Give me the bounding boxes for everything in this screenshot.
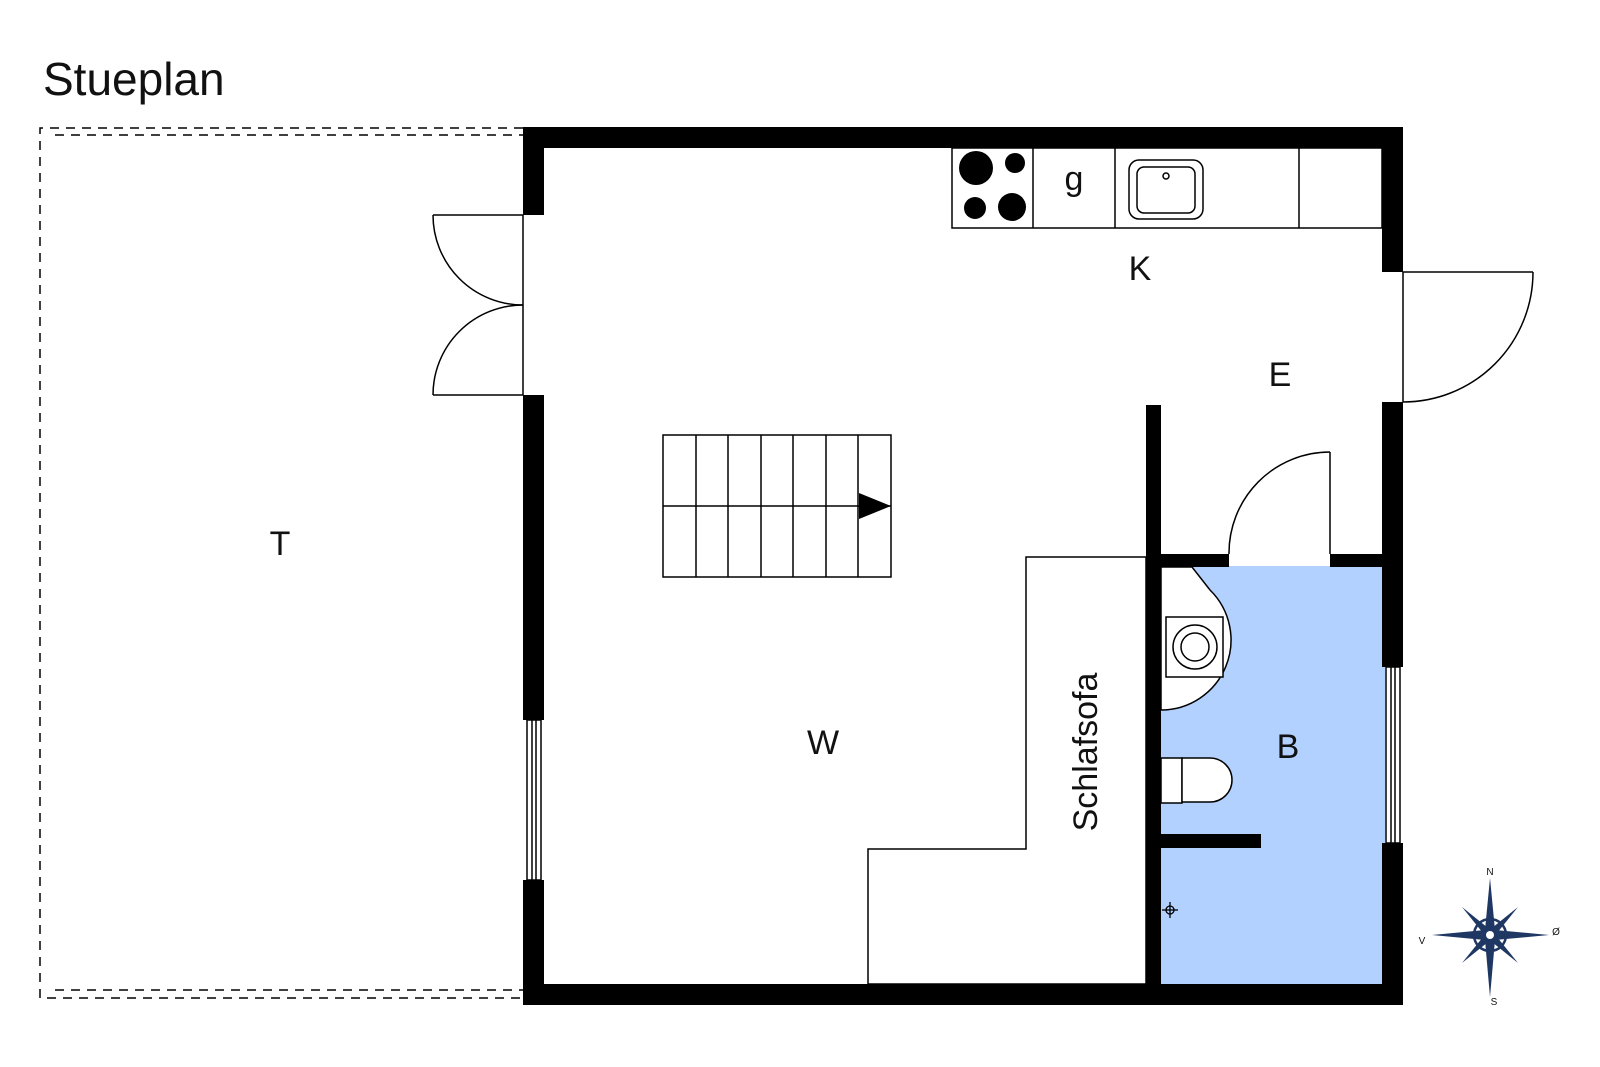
door-bathroom bbox=[1228, 451, 1331, 555]
sink-icon bbox=[1128, 159, 1204, 220]
floor-drain-icon bbox=[1162, 902, 1178, 918]
compass-east: Ø bbox=[1552, 927, 1560, 938]
compass-north: N bbox=[1486, 867, 1493, 878]
page-title: Stueplan bbox=[43, 53, 225, 105]
compass-west: V bbox=[1419, 936, 1426, 947]
interior-walls bbox=[1146, 405, 1385, 985]
staircase bbox=[662, 434, 892, 578]
door-entrance bbox=[1402, 271, 1534, 403]
room-label-terrace: T bbox=[270, 525, 291, 563]
room-label-bath: B bbox=[1277, 728, 1300, 766]
room-label-entrance: E bbox=[1269, 356, 1292, 394]
compass-south: S bbox=[1491, 997, 1498, 1008]
window-west bbox=[526, 719, 542, 881]
room-label-kitchen: K bbox=[1129, 250, 1152, 288]
door-terrace bbox=[432, 214, 524, 396]
sofa-label: Schlafsofa bbox=[1067, 673, 1105, 832]
room-label-living: W bbox=[807, 724, 839, 762]
stair-direction-arrow-icon bbox=[859, 493, 891, 519]
window-east bbox=[1385, 666, 1401, 844]
appliance-label: g bbox=[1065, 160, 1084, 198]
bathroom-fixtures bbox=[1160, 566, 1233, 804]
sofa-bed bbox=[867, 556, 1147, 985]
exterior-walls bbox=[523, 127, 1403, 1005]
compass-rose-icon: N S Ø V bbox=[1419, 867, 1560, 1008]
stove-icon bbox=[959, 151, 1026, 221]
terrace-outline bbox=[39, 127, 523, 999]
